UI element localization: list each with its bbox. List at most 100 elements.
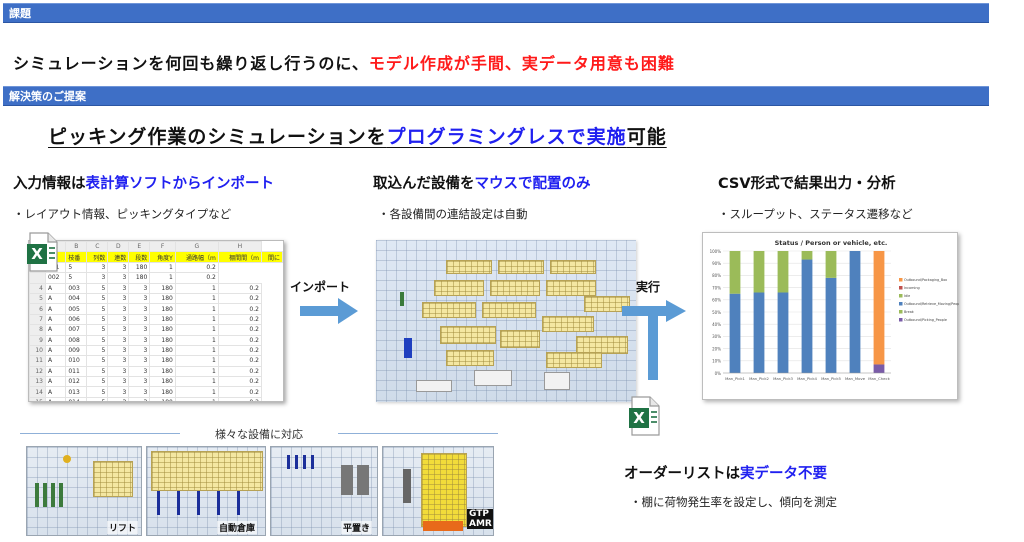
title-part3: 可能 bbox=[626, 126, 667, 148]
sheet-cell: 180 bbox=[149, 386, 176, 398]
sheet-cell: A bbox=[44, 303, 67, 315]
sheet-cell: 3 bbox=[128, 324, 151, 336]
sheet-cell: 5 bbox=[65, 272, 88, 284]
sheet-cell: D bbox=[107, 241, 130, 253]
x-tick-label: Man_Pick5 bbox=[821, 376, 841, 381]
y-tick-label: 90% bbox=[712, 261, 721, 266]
sheet-cell: A bbox=[44, 334, 67, 346]
sheet-cell: 0.2 bbox=[217, 365, 262, 378]
sheet-cell: 3 bbox=[107, 386, 130, 398]
legend-label: Outbound/Retrieve_Moving/People bbox=[904, 302, 959, 306]
sheet-cell: 3 bbox=[107, 303, 130, 315]
sheet-cell: 180 bbox=[149, 396, 176, 401]
sheet-cell: 1 bbox=[174, 386, 219, 398]
col2-heading-b: マウスで配置のみ bbox=[474, 176, 591, 192]
col2-sub: ・各設備間の連結設定は自動 bbox=[378, 207, 528, 221]
y-tick-label: 80% bbox=[712, 273, 721, 278]
sheet-cell: 5 bbox=[86, 376, 109, 388]
gtp-worker bbox=[403, 469, 411, 503]
sheet-cell: 1 bbox=[174, 365, 219, 378]
sheet-cell: 6 bbox=[29, 303, 46, 315]
sheet-cell: 0.2 bbox=[217, 396, 262, 401]
status-chart: Status / Person or vehicle, etc.0%10%20%… bbox=[702, 232, 963, 400]
label-asrs: 自動倉庫 bbox=[217, 521, 258, 534]
storage-rack bbox=[584, 296, 630, 312]
sheet-cell: 14 bbox=[29, 386, 46, 398]
sheet-cell: 3 bbox=[128, 396, 151, 401]
excel-icon: X bbox=[27, 232, 58, 272]
sheet-cell: 1 bbox=[149, 261, 176, 274]
status-chart-svg: Status / Person or vehicle, etc.0%10%20%… bbox=[710, 239, 963, 381]
bar-segment bbox=[801, 251, 813, 260]
col1-sub: ・レイアウト情報、ピッキングタイプなど bbox=[13, 207, 232, 221]
sheet-cell: 009 bbox=[65, 344, 88, 357]
sheet-cell: 1 bbox=[174, 396, 219, 401]
sheet-cell: 0.2 bbox=[174, 261, 219, 274]
sheet-cell: 1 bbox=[174, 324, 219, 336]
storage-rack bbox=[546, 352, 602, 368]
sheet-cell: 0.2 bbox=[217, 376, 262, 388]
sheet-cell: 5 bbox=[86, 334, 109, 346]
sheet-cell: 180 bbox=[149, 376, 176, 388]
legend-swatch bbox=[899, 294, 903, 298]
col1-heading: 入力情報は表計算ソフトからインポート bbox=[13, 172, 274, 193]
sheet-cell: 3 bbox=[128, 303, 151, 315]
equipment-floor: 平置き bbox=[270, 446, 378, 536]
sheet-cell: 5 bbox=[86, 365, 109, 378]
sheet-cell: 180 bbox=[149, 355, 176, 367]
bar-segment bbox=[873, 251, 885, 365]
chart-title: Status / Person or vehicle, etc. bbox=[775, 239, 888, 247]
bar-segment bbox=[729, 251, 741, 294]
storage-rack bbox=[446, 260, 492, 274]
sheet-cell: 1 bbox=[174, 334, 219, 346]
y-tick-label: 20% bbox=[712, 346, 721, 351]
sheet-cell: 8 bbox=[29, 324, 46, 336]
col2-heading: 取込んだ設備をマウスで配置のみ bbox=[373, 172, 591, 193]
sheet-cell: C bbox=[86, 241, 109, 253]
sheet-cell: 7 bbox=[29, 313, 46, 326]
sheet-cell: 3 bbox=[107, 313, 130, 326]
sheet-cell: 5 bbox=[65, 261, 88, 274]
storage-rack bbox=[434, 280, 484, 296]
sheet-cell: 5 bbox=[29, 292, 46, 305]
sheet-cell: 1 bbox=[174, 313, 219, 326]
sheet-cell: 013 bbox=[65, 386, 88, 398]
storage-rack bbox=[490, 280, 540, 296]
storage-rack bbox=[498, 260, 544, 274]
y-tick-label: 100% bbox=[710, 249, 722, 254]
sheet-cell: A bbox=[44, 386, 67, 398]
sheet-cell: 列数 bbox=[86, 251, 109, 263]
legend-swatch bbox=[899, 310, 903, 314]
sheet-row: 15A01453318010.2 bbox=[29, 396, 283, 401]
title-part2: プログラミングレスで実施 bbox=[386, 126, 627, 148]
equipment-caption: 様々な設備に対応 bbox=[20, 426, 498, 441]
issue-bar: 課題 bbox=[3, 3, 989, 23]
sheet-cell: 0.2 bbox=[217, 355, 262, 367]
sheet-cell: 3 bbox=[128, 344, 151, 357]
sheet-cell: 3 bbox=[128, 313, 151, 326]
bar-segment bbox=[753, 292, 765, 373]
sheet-cell: 180 bbox=[149, 344, 176, 357]
storage-rack bbox=[440, 326, 496, 344]
sheet-cell: 3 bbox=[128, 365, 151, 378]
sheet-cell: 180 bbox=[149, 334, 176, 346]
legend-swatch bbox=[899, 318, 903, 322]
sheet-cell: 3 bbox=[107, 324, 130, 336]
col3-sub: ・スループット、ステータス遷移など bbox=[718, 207, 913, 221]
sheet-cell: 角度Y bbox=[149, 251, 176, 263]
legend-label: Outbound/Picking_People bbox=[904, 318, 947, 322]
issue-bar-label: 課題 bbox=[9, 7, 31, 20]
storage-rack bbox=[422, 302, 476, 318]
sheet-cell: 3 bbox=[86, 272, 109, 284]
storage-rack bbox=[446, 350, 494, 366]
issue-headline: シミュレーションを何回も繰り返し行うのに、モデル作成が手間、実データ用意も困難 bbox=[13, 50, 675, 74]
y-tick-label: 50% bbox=[712, 310, 721, 315]
sheet-cell: 1 bbox=[149, 272, 176, 284]
layout-3d-view bbox=[376, 240, 636, 402]
